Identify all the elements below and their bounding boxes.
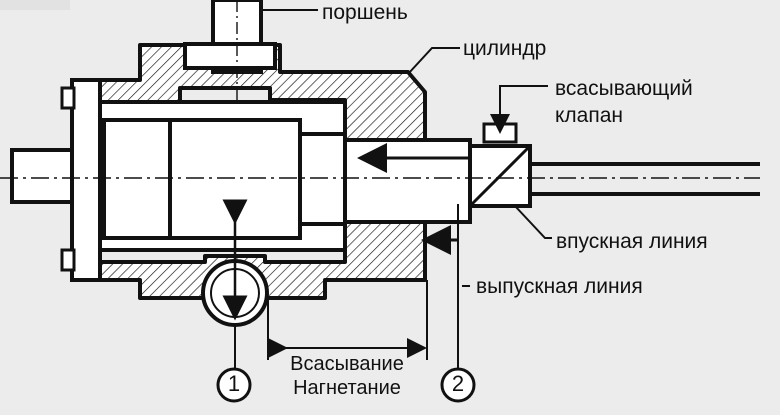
piston-neck [298, 132, 347, 226]
label-inlet-line: впускная линия [556, 230, 708, 253]
marker-1: 1 [227, 371, 241, 396]
label-piston: поршень [322, 1, 408, 24]
piston-gland [183, 42, 277, 70]
suction-valve-cap [482, 122, 518, 144]
label-suction-stroke: Всасывание [290, 353, 404, 375]
label-discharge-stroke: Нагнетание [293, 377, 401, 399]
label-suction-valve-2: клапан [555, 104, 624, 127]
cover-flange [70, 78, 102, 282]
bolt-bottom [60, 248, 76, 272]
bolt-top [60, 86, 76, 110]
left-shaft [10, 148, 74, 204]
label-outlet-line: выпускная линия [476, 275, 643, 298]
marker-2: 2 [451, 371, 465, 396]
label-cylinder: цилиндр [463, 37, 547, 60]
marker-circle-2 [440, 367, 476, 403]
corner-watermark [0, 0, 70, 10]
port-pipe [343, 138, 472, 224]
piston-block [102, 118, 172, 240]
label-suction-valve-1: всасывающий [555, 77, 693, 100]
marker-circle-1 [216, 367, 252, 403]
